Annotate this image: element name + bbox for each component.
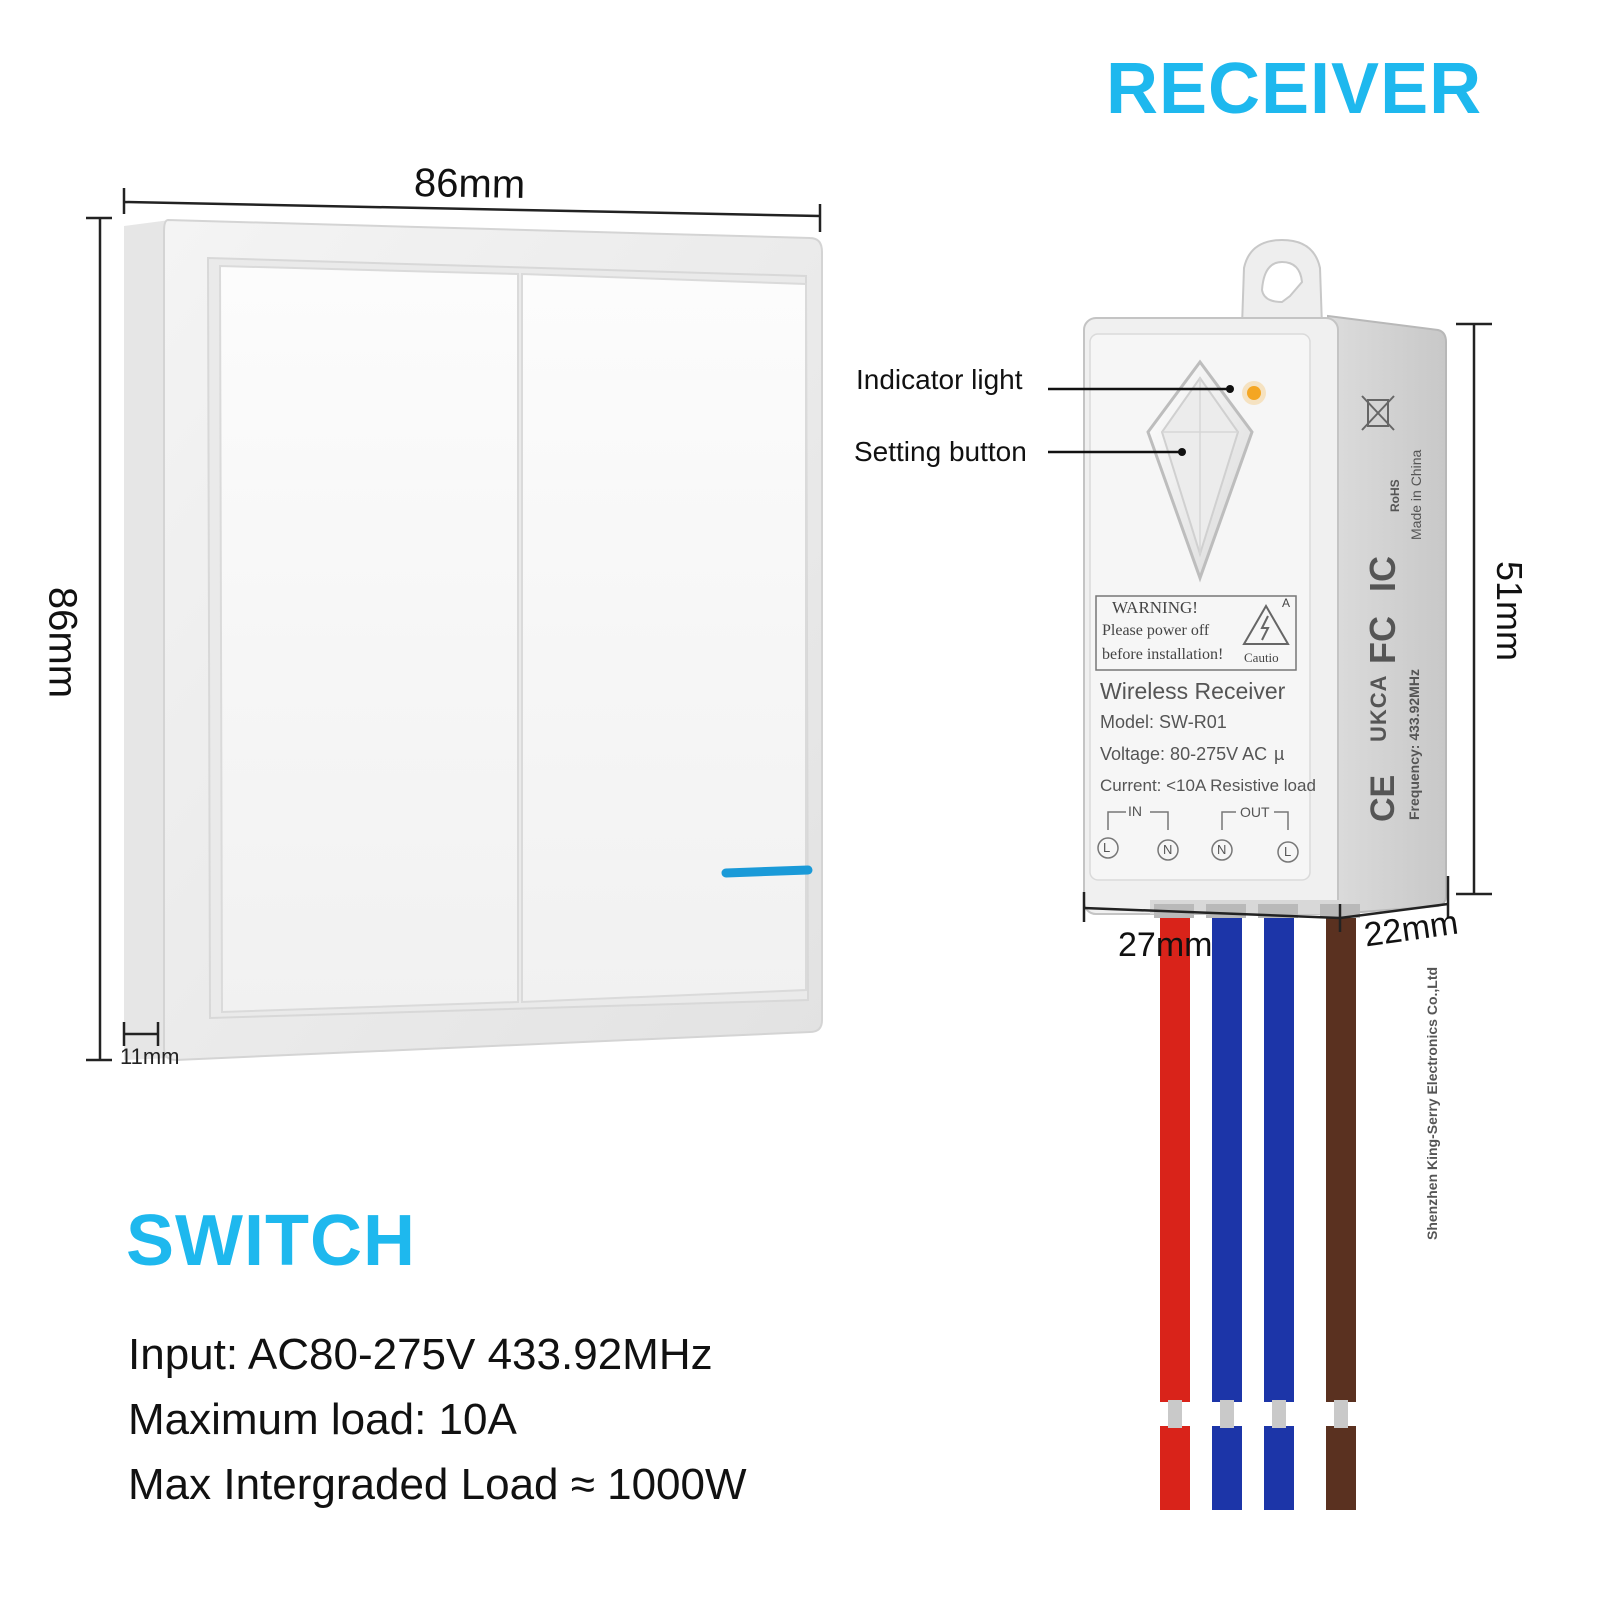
indicator-led-icon [1247,386,1261,400]
switch-dimension-lines [86,188,822,1062]
receiver-height-label: 51mm [1489,560,1530,662]
receiver-wires [1154,904,1360,1510]
wire-red [1160,912,1190,1402]
receiver-dimension-lines [1082,322,1492,932]
ce-mark-icon: CE [1364,774,1402,822]
left-paddle [218,264,519,1014]
voltage-symbol: µ [1274,744,1285,764]
fcc-mark-icon: FC [1362,616,1403,664]
ic-mark-icon: IC [1362,556,1403,592]
warning-line-2: before installation! [1102,646,1224,663]
wall-switch [124,218,823,1062]
callout-lines [1048,387,1230,454]
origin-text: Made in China [1408,449,1424,540]
spec-max-integrated-load: Max Intergraded Load ≈ 1000W [128,1460,747,1509]
voltage-text: Voltage: 80-275V AC [1100,744,1268,764]
warning-title: WARNING! [1112,598,1198,617]
high-voltage-icon [1242,604,1290,645]
wire-blue-1 [1212,912,1242,1402]
model-text: Model: SW-R01 [1100,712,1227,732]
spec-input: Input: AC80-275V 433.92MHz [128,1330,713,1379]
switch-indicator-strip [721,865,813,878]
wire-brown [1326,914,1356,1402]
manufacturer-text: Shenzhen King-Serry Electronics Co.,Ltd [1424,966,1440,1240]
out-label: OUT [1240,804,1270,820]
setting-button-callout: Setting button [854,436,1027,467]
warning-box [1095,595,1297,671]
switch-heading: SWITCH [126,1201,416,1281]
receiver-unit [1083,238,1447,916]
in-label: IN [1128,803,1142,819]
caution-mark: A [1282,596,1291,610]
switch-width-label: 86mm [413,161,526,207]
rohs-mark: RoHS [1388,479,1402,512]
spec-max-load: Maximum load: 10A [128,1395,517,1444]
current-text: Current: <10A Resistive load [1100,776,1316,795]
receiver-width-label: 27mm [1118,926,1213,964]
switch-height-label: 86mm [40,586,85,699]
product-name: Wireless Receiver [1100,678,1286,704]
switch-depth-label: 11mm [120,1044,180,1069]
wire-blue-2 [1264,912,1294,1402]
terminal-1: L [1103,840,1111,855]
indicator-light-callout: Indicator light [856,364,1023,395]
receiver-heading: RECEIVER [1106,49,1483,129]
warning-line-1: Please power off [1102,622,1210,639]
terminal-2: N [1163,842,1173,857]
caution-text: Cautio [1244,650,1279,665]
weee-bin-icon [1361,395,1395,431]
right-paddle [521,272,807,1004]
terminal-3: N [1217,842,1227,857]
terminal-4: L [1284,844,1292,859]
ukca-mark-icon: UKCA [1366,674,1391,742]
frequency-text: Frequency: 433.92MHz [1406,669,1422,820]
